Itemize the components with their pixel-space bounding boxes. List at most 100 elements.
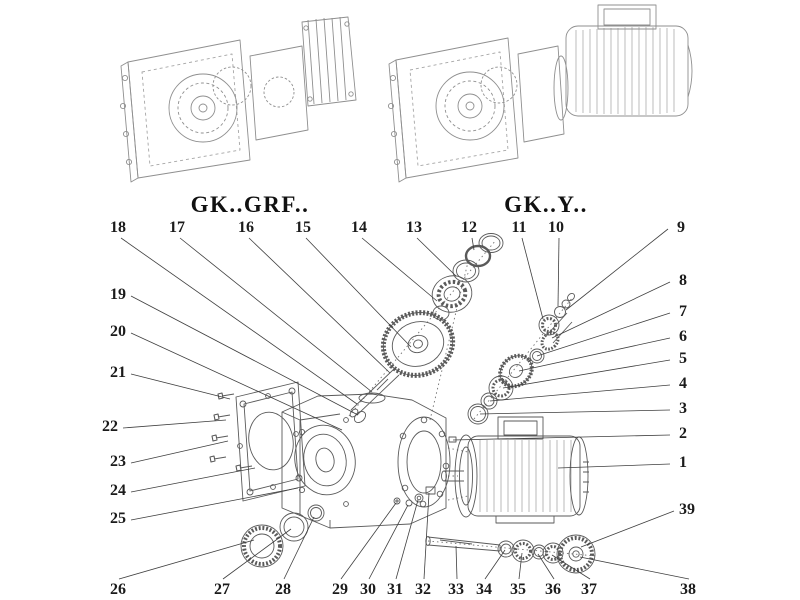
callout-number-1: 1	[679, 454, 687, 471]
callout-number-16: 16	[238, 219, 254, 236]
leader-line-39	[580, 510, 675, 548]
leader-line-3	[479, 409, 671, 415]
leader-line-26	[118, 539, 255, 580]
leader-line-5	[502, 359, 671, 389]
leader-line-27	[222, 528, 292, 580]
callout-number-31: 31	[387, 581, 403, 598]
flange-bolts	[209, 392, 253, 472]
leader-line-2	[452, 434, 671, 441]
electric-motor	[441, 416, 589, 524]
leader-line-15	[305, 237, 412, 348]
leader-line-14	[361, 237, 438, 302]
leader-line-33	[455, 545, 458, 580]
exploded-view-drawing	[209, 233, 597, 574]
leader-line-4	[489, 384, 671, 402]
callout-number-9: 9	[677, 219, 685, 236]
axis-guide-lines	[348, 239, 597, 557]
callout-number-27: 27	[214, 581, 230, 598]
callout-number-32: 32	[415, 581, 431, 598]
leader-line-7	[536, 312, 671, 357]
leader-line-19	[130, 295, 359, 416]
leader-line-37	[551, 554, 591, 580]
callout-number-15: 15	[295, 219, 311, 236]
leader-line-17	[179, 237, 373, 393]
seal-and-o-rings	[452, 233, 504, 283]
callout-number-34: 34	[476, 581, 492, 598]
leader-line-23	[130, 440, 229, 464]
leader-line-9	[565, 228, 669, 311]
gear-housing	[281, 392, 451, 529]
mounting-flange-plate	[235, 381, 306, 502]
leader-lines	[118, 228, 690, 580]
leader-line-24	[130, 467, 256, 493]
leader-line-22	[122, 419, 227, 429]
callout-number-28: 28	[275, 581, 291, 598]
callout-number-33: 33	[448, 581, 464, 598]
variant-title-y: GK..Y..	[504, 192, 588, 217]
callout-number-20: 20	[110, 323, 126, 340]
leader-line-38	[579, 556, 690, 580]
leader-line-30	[368, 504, 409, 580]
callout-number-35: 35	[510, 581, 526, 598]
callout-number-19: 19	[110, 286, 126, 303]
input-bearing	[431, 275, 473, 313]
spacer-ring	[432, 305, 450, 321]
leader-line-31	[395, 499, 419, 580]
callout-number-26: 26	[110, 581, 126, 598]
callout-number-10: 10	[548, 219, 564, 236]
leader-line-16	[248, 237, 391, 374]
housing-fasteners	[393, 486, 436, 507]
leader-line-25	[130, 487, 299, 521]
callout-number-25: 25	[110, 510, 126, 527]
callout-number-2: 2	[679, 425, 687, 442]
output-shaft-assembly	[425, 534, 596, 574]
leader-line-8	[551, 281, 671, 339]
callout-number-23: 23	[110, 453, 126, 470]
callout-number-11: 11	[511, 219, 527, 236]
leader-line-28	[283, 516, 315, 580]
callout-number-22: 22	[102, 418, 118, 435]
callout-number-38: 38	[680, 581, 696, 598]
leader-line-12	[471, 237, 475, 251]
callout-number-24: 24	[110, 482, 126, 499]
helical-gear	[380, 310, 456, 378]
callout-number-3: 3	[679, 400, 687, 417]
leader-line-29	[340, 502, 397, 580]
assembled-gearbox-y-drawing	[387, 4, 693, 183]
leader-line-10	[557, 237, 560, 307]
leader-line-18	[120, 237, 358, 405]
callout-number-13: 13	[406, 219, 422, 236]
callout-number-21: 21	[110, 364, 126, 381]
leader-line-34	[484, 549, 506, 580]
motor-fins	[479, 440, 572, 512]
callout-number-36: 36	[545, 581, 561, 598]
shim-rings-and-gear-ring	[240, 504, 325, 568]
leader-line-21	[130, 373, 231, 400]
leader-line-6	[518, 337, 671, 372]
motor-drawing	[565, 4, 693, 117]
variant-title-grf: GK..GRF..	[190, 192, 310, 217]
leader-line-20	[130, 332, 343, 431]
callout-number-39: 39	[679, 501, 695, 518]
leader-line-1	[557, 463, 671, 469]
leader-line-32	[423, 492, 430, 580]
callout-number-5: 5	[679, 350, 687, 367]
callout-number-6: 6	[679, 328, 687, 345]
callout-number-7: 7	[679, 303, 687, 320]
callout-number-12: 12	[461, 219, 477, 236]
callout-number-30: 30	[360, 581, 376, 598]
pinion-shaft-set	[467, 292, 575, 425]
callout-number-4: 4	[679, 375, 687, 392]
leader-line-13	[416, 237, 457, 277]
callout-number-29: 29	[332, 581, 348, 598]
leader-line-11	[521, 237, 544, 320]
callout-number-14: 14	[351, 219, 367, 236]
callout-number-37: 37	[581, 581, 597, 598]
callout-number-17: 17	[169, 219, 185, 236]
callout-number-18: 18	[110, 219, 126, 236]
leader-line-35	[518, 552, 523, 580]
leader-line-36	[537, 553, 555, 580]
callout-number-8: 8	[679, 272, 687, 289]
